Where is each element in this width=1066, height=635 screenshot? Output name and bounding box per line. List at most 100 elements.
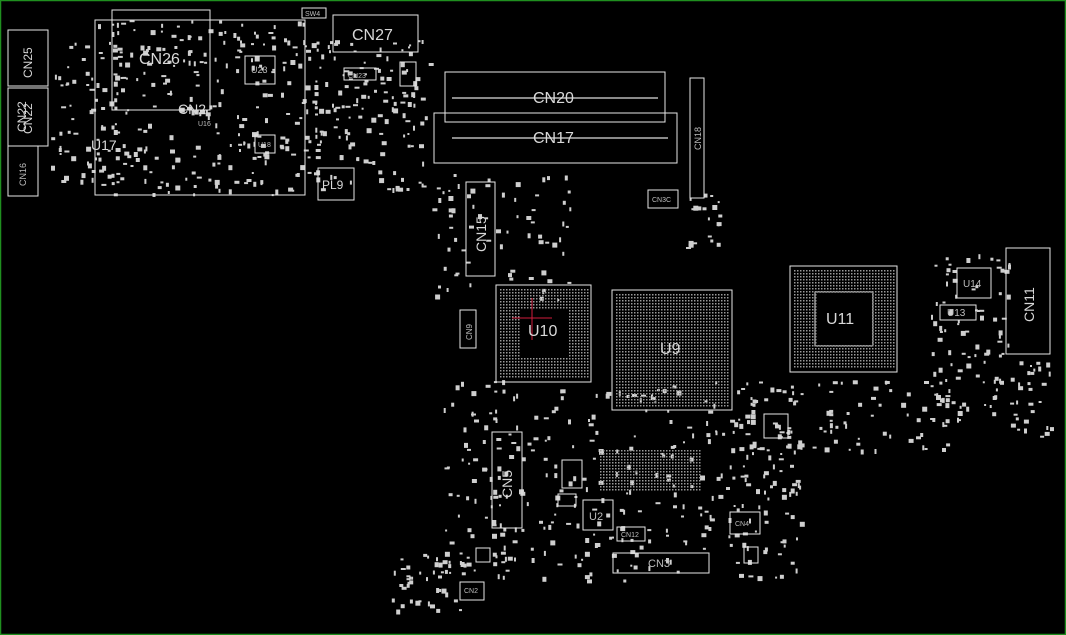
bga-ball	[700, 339, 702, 341]
bga-ball	[512, 298, 514, 300]
bga-ball	[818, 345, 820, 347]
bga-ball	[587, 313, 589, 315]
bga-ball	[709, 321, 711, 323]
pad	[199, 61, 204, 64]
bga-ball	[694, 318, 696, 320]
bga-ball	[664, 372, 666, 374]
pad	[637, 510, 642, 513]
bga-ball	[694, 294, 696, 296]
bga-ball	[515, 319, 517, 321]
pad	[64, 150, 70, 153]
pad	[949, 309, 954, 314]
bga-ball	[842, 363, 844, 365]
bga-ball	[794, 288, 796, 290]
bga-ball	[500, 340, 502, 342]
pad	[595, 393, 598, 398]
bga-ball	[893, 318, 895, 320]
label-cn2b: CN2	[464, 588, 478, 595]
bga-ball	[545, 370, 547, 372]
bga-ball	[706, 324, 708, 326]
bga-ball	[509, 295, 511, 297]
bga-ball	[515, 349, 517, 351]
pad	[216, 132, 220, 135]
bga-ball	[618, 471, 620, 473]
bga-ball	[633, 471, 635, 473]
bga-ball	[815, 330, 817, 332]
bga-ball	[664, 348, 666, 350]
bga-ball	[827, 273, 829, 275]
bga-ball	[675, 486, 677, 488]
bga-ball	[642, 477, 644, 479]
pad	[304, 45, 307, 48]
bga-ball	[628, 369, 630, 371]
bga-ball	[587, 325, 589, 327]
bga-ball	[557, 292, 559, 294]
pad	[391, 96, 394, 100]
bga-ball	[667, 360, 669, 362]
bga-ball	[627, 471, 629, 473]
bga-ball	[646, 348, 648, 350]
pad	[882, 431, 887, 436]
bga-ball	[881, 339, 883, 341]
bga-ball	[628, 303, 630, 305]
pad	[574, 554, 577, 559]
pad	[1030, 371, 1035, 375]
bga-ball	[636, 462, 638, 464]
bga-ball	[688, 399, 690, 401]
bga-ball	[875, 315, 877, 317]
bga-ball	[524, 367, 526, 369]
bga-ball	[545, 361, 547, 363]
bga-ball	[667, 333, 669, 335]
bga-ball	[634, 306, 636, 308]
bga-ball	[860, 357, 862, 359]
bga-ball	[670, 384, 672, 386]
pad	[220, 89, 224, 95]
bga-ball	[616, 369, 618, 371]
pad	[169, 90, 172, 96]
bga-ball	[670, 324, 672, 326]
bga-ball	[640, 303, 642, 305]
bga-ball	[842, 351, 844, 353]
bga-ball	[845, 279, 847, 281]
bga-ball	[842, 360, 844, 362]
bga-ball	[681, 480, 683, 482]
bga-ball	[809, 282, 811, 284]
bga-ball	[518, 373, 520, 375]
bga-ball	[634, 366, 636, 368]
bga-ball	[625, 330, 627, 332]
bga-ball	[821, 291, 823, 293]
pad	[101, 183, 107, 186]
pad	[167, 93, 173, 95]
bga-ball	[715, 378, 717, 380]
pad	[130, 52, 134, 58]
bga-ball	[721, 342, 723, 344]
bga-ball	[633, 486, 635, 488]
bga-ball	[699, 486, 701, 488]
bga-ball	[633, 450, 635, 452]
bga-ball	[664, 369, 666, 371]
bga-ball	[658, 303, 660, 305]
u23-outline	[244, 55, 276, 85]
bga-ball	[682, 333, 684, 335]
bga-ball	[619, 342, 621, 344]
bga-ball	[699, 471, 701, 473]
bga-ball	[818, 288, 820, 290]
bga-ball	[673, 336, 675, 338]
pad	[598, 480, 604, 485]
pad	[125, 62, 131, 68]
bga-ball	[557, 370, 559, 372]
bga-ball	[530, 364, 532, 366]
bga-ball	[660, 471, 662, 473]
bga-ball	[697, 309, 699, 311]
pad	[489, 412, 493, 415]
bga-ball	[675, 471, 677, 473]
bga-ball	[628, 375, 630, 377]
bga-ball	[839, 357, 841, 359]
pad	[948, 311, 953, 316]
bga-ball	[881, 333, 883, 335]
pad	[368, 161, 373, 164]
bga-ball	[696, 483, 698, 485]
pad	[527, 442, 532, 446]
pad	[387, 188, 392, 191]
pad	[612, 536, 614, 539]
